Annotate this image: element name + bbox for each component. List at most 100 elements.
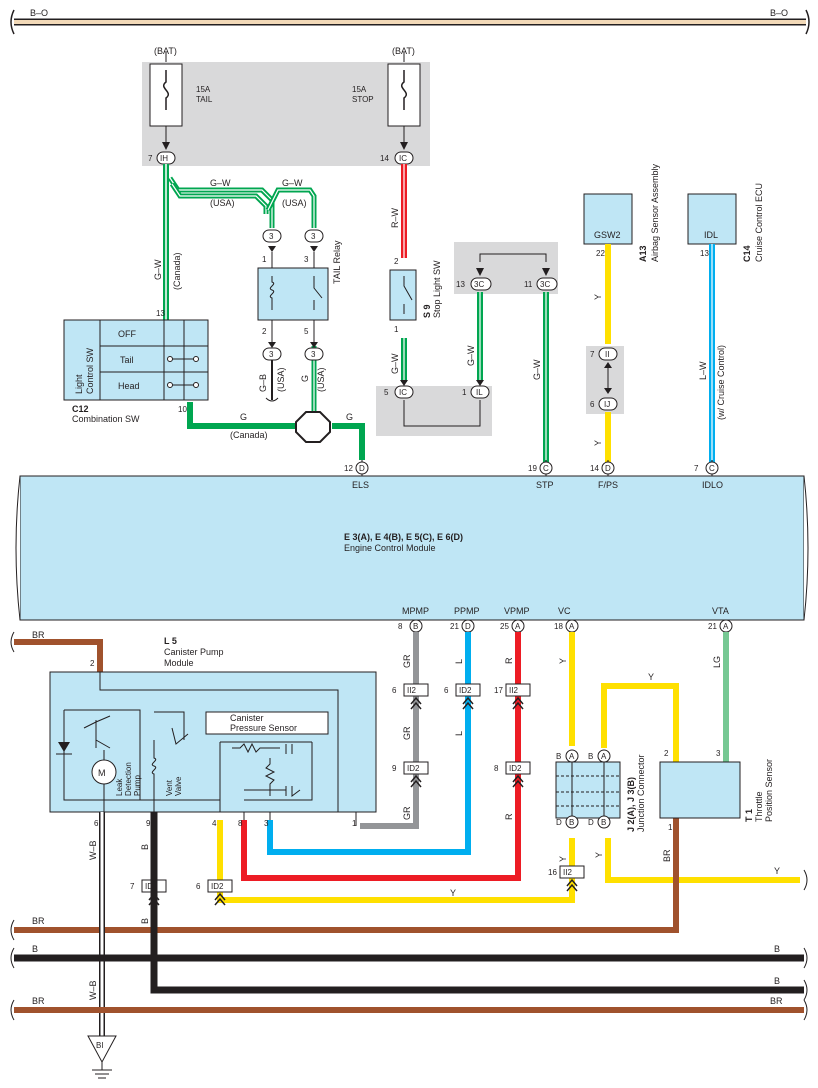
ecm-bottom-terminal-name: VTA xyxy=(712,606,729,616)
ecm-bottom-terminal-name: MPMP xyxy=(402,606,429,616)
ecm-bottom-pin: 21 xyxy=(708,622,717,631)
wire-label-gr-1: GR xyxy=(402,654,412,668)
ecm-bottom-pin: 18 xyxy=(554,622,563,631)
wire-label-r-1: R xyxy=(504,657,514,664)
jc-label-3: B xyxy=(588,752,593,761)
ecm-top-pin: 14 xyxy=(590,464,599,473)
bus-label-right: B–O xyxy=(770,8,788,18)
ecm-top-pin: 19 xyxy=(528,464,537,473)
fuse-stop-connector: IC xyxy=(399,154,407,163)
ground-label: BI xyxy=(96,1041,104,1050)
wire-label-l-2: L xyxy=(454,731,464,736)
comb-sw-pos-off: OFF xyxy=(118,329,136,339)
bus-label-left: B–O xyxy=(30,8,48,18)
capacitor-icon xyxy=(244,744,301,797)
jc-label-1: B xyxy=(556,752,561,761)
wire-label-gr-2: GR xyxy=(402,726,412,740)
inline-connector xyxy=(403,761,429,775)
chevron-icon xyxy=(214,892,226,906)
inline-connector-pin: 8 xyxy=(494,764,499,773)
transistor-icon xyxy=(83,715,111,749)
airbag-pin: 22 xyxy=(596,249,605,258)
bus-b-o: B–O B–O xyxy=(10,8,810,35)
wire-label-wb-2: W–B xyxy=(88,980,98,1000)
combination-switch: OFF Tail Head Light Control SW 13 10 C12… xyxy=(63,309,209,424)
tail-relay-connectors: 3 3 1 2 3 5 3 3 xyxy=(257,229,329,402)
pump-label-3: Pump xyxy=(133,775,142,796)
tps-name-1: Throttle xyxy=(754,791,764,822)
ecm-bottom-conn-label: B xyxy=(413,622,418,631)
diode-icon xyxy=(58,742,70,752)
ecm-top-conn xyxy=(539,461,553,475)
motor-label: M xyxy=(98,768,106,778)
wire-label-r-2: R xyxy=(504,813,514,820)
inline-connector-pin: 17 xyxy=(494,686,503,695)
junction-conn-il: IL xyxy=(476,388,483,397)
inline-connector xyxy=(403,683,429,697)
junction-3c-pin-11: 11 xyxy=(524,280,533,289)
ecm-title: E 3(A), E 4(B), E 5(C), E 6(D) xyxy=(344,532,463,542)
wire-label-y-3: Y xyxy=(558,658,568,664)
wire-label-y-8: Y xyxy=(450,888,456,898)
inline-connector-label: II2 xyxy=(509,686,518,695)
stop-sw-contact-icon xyxy=(403,276,413,314)
comb-sw-inner-2: Control SW xyxy=(85,347,95,394)
canister-pump-module: BR 2 L 5 Canister Pump Module M Leak Det… xyxy=(10,630,377,828)
sensor-label-2: Pressure Sensor xyxy=(230,723,297,733)
jc-label-5: D xyxy=(556,818,562,827)
splice-point-icon xyxy=(295,411,331,443)
chevron-icon xyxy=(410,696,422,710)
wire-label-y-7: Y xyxy=(774,866,780,876)
fuse-stop-icon xyxy=(401,70,407,110)
inline-connector-label: II2 xyxy=(563,868,572,877)
relay-pin-5: 5 xyxy=(304,327,309,336)
wire-gw-tail xyxy=(163,164,365,460)
vent-coil-icon xyxy=(151,740,157,812)
ecm-top-conn xyxy=(355,461,369,475)
engine-control-module: E 3(A), E 4(B), E 5(C), E 6(D) Engine Co… xyxy=(15,475,809,621)
ii-pin: 7 xyxy=(590,350,595,359)
ecm-bottom-conn-label: A xyxy=(515,622,521,631)
wire-label-usa-1: (USA) xyxy=(210,198,235,208)
ecm-bottom-conn-label: D xyxy=(465,622,471,631)
throttle-position-sensor: 2 3 1 T 1 Throttle Position Sensor xyxy=(659,749,774,832)
relay-conn-top-right: 3 xyxy=(311,232,316,241)
fuse-block: (BAT) (BAT) 15A TAIL 15A STOP IH IC 7 14 xyxy=(142,46,430,166)
ground-bi: BI xyxy=(87,1035,117,1079)
wire-label-b-4: B xyxy=(774,944,780,954)
ecm-bottom-terminal-name: VPMP xyxy=(504,606,530,616)
tail-relay-name: TAIL Relay xyxy=(332,240,342,284)
junction-3c-left: 3C xyxy=(474,280,484,289)
comb-sw-pos-tail: Tail xyxy=(120,355,134,365)
ecm-bottom-conn-label: A xyxy=(569,622,575,631)
valve-label-1: Vent xyxy=(165,779,174,796)
wire-label-y-4: Y xyxy=(558,856,568,862)
wire-label-g-3: G xyxy=(346,412,353,422)
jc-label-8: B xyxy=(601,818,606,827)
jc-code: J 2(A), J 3(B) xyxy=(626,777,636,832)
wire-label-y-5: Y xyxy=(594,852,604,858)
junction-pin-1: 1 xyxy=(462,388,467,397)
fuse-tail-connector: IH xyxy=(160,154,168,163)
ij-conn: IJ xyxy=(604,400,610,409)
chevron-icon xyxy=(410,774,422,788)
fuse-stop-name: STOP xyxy=(352,95,374,104)
canister-pin-6: 6 xyxy=(94,819,99,828)
jc-name: Junction Connector xyxy=(636,754,646,832)
relay-contact-icon xyxy=(313,276,323,310)
inline-connector xyxy=(455,683,481,697)
ecm-top-pin: 12 xyxy=(344,464,353,473)
chevron-icon xyxy=(512,774,524,788)
fuse-stop-supply: (BAT) xyxy=(392,46,415,56)
junction-pin-5: 5 xyxy=(384,388,389,397)
ecm-bottom-terminal-name: PPMP xyxy=(454,606,480,616)
inline-connector-pin: 9 xyxy=(392,764,397,773)
tps-pin-1: 1 xyxy=(668,823,673,832)
wire-label-rw: R–W xyxy=(390,207,400,228)
junction-3c: 3C 3C 13 11 G–W G–W xyxy=(454,242,558,462)
inline-connector-pin: 16 xyxy=(548,868,557,877)
ecm-bottom-pin: 21 xyxy=(450,622,459,631)
ecm-top-conn-label: C xyxy=(709,464,715,473)
ecm-top-terminal-name: F/PS xyxy=(598,480,618,490)
